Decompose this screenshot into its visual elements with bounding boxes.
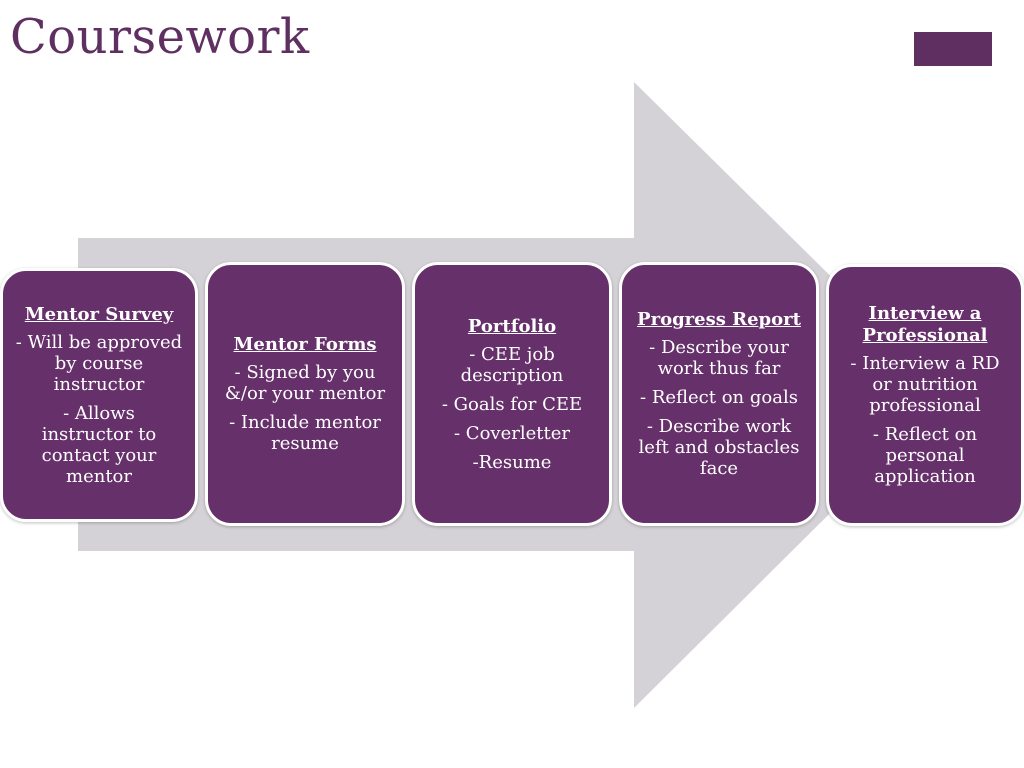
card-title: Mentor Forms (233, 334, 377, 355)
card-title: Mentor Survey (24, 303, 174, 325)
decorative-corner-block (914, 32, 992, 66)
card-line: - Reflect on personal application (872, 424, 978, 487)
page-title: Coursework (10, 9, 310, 65)
card-line: - Coverletter (454, 422, 570, 444)
card-mentor-forms: Mentor Forms - Signed by you &/or your m… (205, 262, 405, 526)
card-line: - Allows instructor to contact your ment… (41, 402, 157, 487)
card-line: - Describe your work thus far (649, 337, 789, 379)
card-interview-professional: Interview a Professional - Interview a R… (826, 264, 1024, 526)
card-line: - Describe work left and obstacles face (638, 416, 800, 479)
card-title: Portfolio (467, 315, 557, 337)
card-line: - Include mentor resume (229, 412, 381, 454)
card-progress-report: Progress Report - Describe your work thu… (619, 262, 819, 526)
card-line: -Resume (472, 451, 552, 473)
card-line: - Interview a RD or nutrition profession… (850, 353, 1000, 416)
card-line: - Reflect on goals (640, 387, 798, 408)
card-portfolio: Portfolio - CEE job description - Goals … (412, 262, 612, 526)
card-line: - Will be approved by course instructor (15, 331, 183, 395)
card-mentor-survey: Mentor Survey - Will be approved by cour… (0, 268, 198, 522)
card-line: - Signed by you &/or your mentor (224, 362, 386, 404)
card-line: - Goals for CEE (441, 393, 583, 415)
card-title: Interview a Professional (862, 303, 988, 346)
card-line: - CEE job description (460, 343, 564, 386)
card-title: Progress Report (637, 309, 801, 330)
